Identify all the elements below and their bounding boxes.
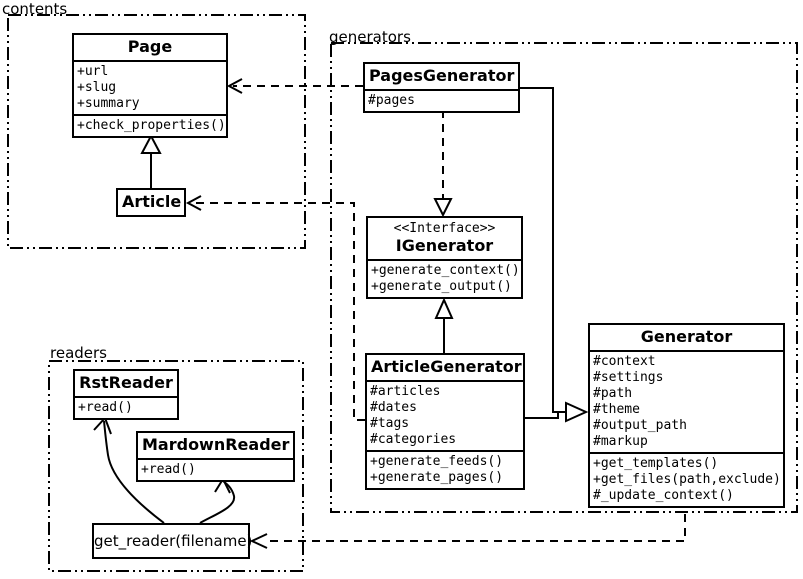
class-title: IGenerator xyxy=(368,236,521,261)
package-label-readers: readers xyxy=(50,344,107,362)
function-node-get-reader: get_reader(filename) xyxy=(92,523,252,559)
realization-pagesgenerator-igenerator-triangle xyxy=(433,198,453,218)
inheritance-article-page-triangle xyxy=(140,133,162,154)
inheritance-generator-triangle xyxy=(565,401,589,423)
class-box-article: Article xyxy=(116,188,186,217)
class-box-igenerator: <<Interface>> IGenerator +generate_conte… xyxy=(366,216,523,299)
class-attributes: +url +slug +summary xyxy=(74,62,226,116)
class-methods: +read() xyxy=(141,462,196,477)
association-getreader-rstreader-line xyxy=(103,420,165,524)
class-attributes: #articles #dates #tags #categories xyxy=(367,382,523,452)
class-attributes: #pages xyxy=(368,93,415,108)
dependency-pagesgenerator-page-arrowhead xyxy=(226,78,243,94)
class-box-articlegenerator: ArticleGenerator #articles #dates #tags … xyxy=(365,353,525,490)
package-label-contents: contents xyxy=(2,0,68,18)
class-methods: +generate_feeds() +generate_pages() xyxy=(370,454,504,485)
class-box-generator: Generator #context #settings #path #them… xyxy=(588,323,785,508)
class-title: Page xyxy=(74,35,226,62)
package-generators-border xyxy=(330,42,798,513)
class-title: Article xyxy=(122,192,182,211)
package-contents-border xyxy=(7,14,306,249)
dependency-generator-getreader-arrowhead xyxy=(249,533,268,549)
class-box-pagesgenerator: PagesGenerator #pages xyxy=(363,62,520,113)
association-getreader-rstreader-arrowhead xyxy=(93,416,112,435)
association-getreader-mardownreader-line xyxy=(199,480,236,524)
class-methods: +read() xyxy=(78,400,133,415)
inheritance-articlegenerator-generator-line xyxy=(525,412,559,419)
class-stereotype: <<Interface>> xyxy=(393,221,496,236)
class-methods: +get_templates() +get_files(path,exclude… xyxy=(593,456,781,503)
package-label-generators: generators xyxy=(329,28,411,46)
class-title: RstReader xyxy=(75,371,177,398)
class-attributes: #context #settings #path #theme #output_… xyxy=(590,352,783,454)
class-box-page: Page +url +slug +summary +check_properti… xyxy=(72,33,228,138)
class-methods: +check_properties() xyxy=(77,118,226,133)
class-title: PagesGenerator xyxy=(365,64,518,91)
dependency-articlegenerator-article-line xyxy=(190,202,365,421)
package-readers-border xyxy=(48,360,304,572)
class-methods: +generate_context() +generate_output() xyxy=(371,263,520,294)
dependency-articlegenerator-article-arrowhead xyxy=(185,195,202,211)
class-title: MardownReader xyxy=(138,433,293,460)
inheritance-pagesgenerator-generator-line xyxy=(520,87,566,413)
class-title: Generator xyxy=(590,325,783,352)
class-title: ArticleGenerator xyxy=(367,355,523,382)
class-box-mardownreader: MardownReader +read() xyxy=(136,431,295,482)
class-box-rstreader: RstReader +read() xyxy=(73,369,179,420)
inheritance-articlegenerator-igenerator-triangle xyxy=(434,297,454,319)
